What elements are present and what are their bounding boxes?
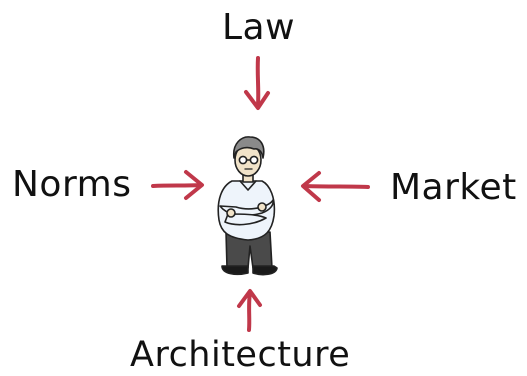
label-law: Law [222,7,296,48]
arrow-up-icon [237,289,262,332]
label-norms: Norms [12,164,132,205]
label-market: Market [390,167,517,208]
arrow-right-icon [151,170,204,200]
arrow-down-icon [244,56,270,110]
label-architecture: Architecture [130,335,351,375]
arrow-left-icon [301,171,370,202]
person-with-glasses-arms-crossed-icon [217,136,278,276]
